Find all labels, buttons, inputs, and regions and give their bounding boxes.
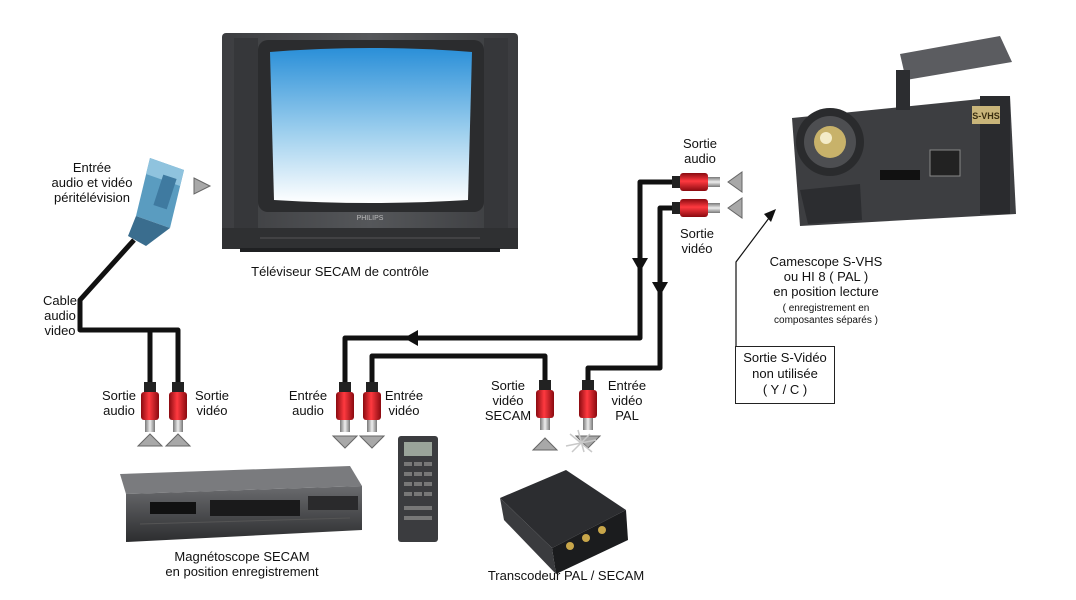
arrow-left-icon bbox=[404, 330, 418, 346]
vcr-illustration bbox=[120, 466, 362, 542]
arrow-down-icon bbox=[632, 258, 648, 272]
vcr-label: Magnétoscope SECAM en position enregistr… bbox=[165, 549, 318, 579]
vcr-out-audio-line-2: audio bbox=[103, 403, 135, 418]
socket-arrow-icon bbox=[727, 197, 743, 219]
sparkle-icon bbox=[565, 429, 597, 453]
rca-plug-trans-out bbox=[536, 380, 554, 430]
socket-markers bbox=[136, 433, 602, 451]
svideo-callout: Sortie S-Vidéo non utilisée ( Y / C ) bbox=[735, 346, 835, 404]
svideo-line-1: Sortie S-Vidéo bbox=[743, 350, 827, 365]
tv-brand-logo: PHILIPS bbox=[356, 215, 384, 222]
vcr-out-video-label: Sortie vidéo bbox=[195, 388, 229, 418]
vcr-in-video-line-1: Entrée bbox=[384, 388, 424, 403]
cam-out-video-line-1: Sortie bbox=[680, 226, 714, 241]
cable-line-3: video bbox=[44, 323, 76, 338]
cable-line-1: Cable bbox=[43, 293, 77, 308]
vcr-in-video-line-2: vidéo bbox=[388, 403, 420, 418]
trans-in-line-1: Entrée bbox=[607, 378, 647, 393]
rca-plug-vcr-in-audio bbox=[336, 382, 354, 432]
trans-out-line-3: SECAM bbox=[484, 408, 532, 423]
cables bbox=[77, 179, 676, 382]
cam-out-audio-line-2: audio bbox=[684, 151, 716, 166]
peritel-line-3: péritélévision bbox=[54, 190, 130, 205]
vcr-line-2: en position enregistrement bbox=[165, 564, 319, 579]
camcorder-line-2: ou HI 8 ( PAL ) bbox=[783, 269, 869, 284]
camcorder-note: ( enregistrement en composantes séparés … bbox=[774, 303, 878, 327]
camcorder-badge: S-VHS bbox=[972, 111, 1000, 121]
cam-out-audio-line-1: Sortie bbox=[683, 136, 717, 151]
remote-control-illustration bbox=[398, 436, 438, 542]
scart-plug bbox=[128, 158, 212, 246]
vcr-in-audio-line-1: Entrée bbox=[288, 388, 328, 403]
rca-plug-trans-in bbox=[579, 380, 597, 430]
camcorder-note-line-1: ( enregistrement en bbox=[782, 303, 870, 314]
rca-plug-vcr-out-video bbox=[169, 382, 187, 432]
peritel-line-2: audio et vidéo bbox=[51, 175, 133, 190]
tv-illustration bbox=[222, 33, 518, 252]
tv-input-arrow-icon bbox=[193, 177, 212, 195]
rca-plug-vcr-out-audio bbox=[141, 382, 159, 432]
peritel-label: Entrée audio et vidéo péritélévision bbox=[52, 160, 133, 205]
svideo-line-2: non utilisée bbox=[752, 366, 818, 381]
arrow-down-icon bbox=[652, 282, 668, 296]
tv-label: Téléviseur SECAM de contrôle bbox=[251, 264, 429, 279]
vcr-out-video-line-1: Sortie bbox=[195, 388, 229, 403]
socket-up-arrow-icon bbox=[136, 433, 164, 447]
socket-arrow-icon bbox=[727, 171, 743, 193]
tv-screen bbox=[270, 48, 472, 203]
rca-plug-vcr-in-video bbox=[363, 382, 381, 432]
vcr-line-1: Magnétoscope SECAM bbox=[174, 549, 310, 564]
signal-arrows bbox=[404, 258, 668, 346]
cable-label: Cable audio video bbox=[43, 293, 77, 338]
camcorder-note-line-2: composantes séparés ) bbox=[774, 315, 878, 326]
rca-plug-cam-audio bbox=[672, 173, 720, 191]
peritel-line-1: Entrée bbox=[72, 160, 112, 175]
vcr-in-audio-line-2: audio bbox=[292, 403, 324, 418]
transcoder-label: Transcodeur PAL / SECAM bbox=[487, 568, 645, 583]
trans-in-line-3: PAL bbox=[615, 408, 639, 423]
cable-line-2: audio bbox=[44, 308, 76, 323]
trans-in-label: Entrée vidéo PAL bbox=[608, 378, 646, 423]
socket-up-arrow-icon bbox=[531, 437, 559, 451]
camcorder-label: Camescope S-VHS ou HI 8 ( PAL ) en posit… bbox=[770, 254, 883, 299]
socket-down-arrow-icon bbox=[331, 435, 359, 449]
vcr-in-video-label: Entrée vidéo bbox=[385, 388, 423, 418]
pointer-arrow-icon bbox=[764, 209, 776, 222]
camcorder-pointer bbox=[735, 213, 773, 346]
svideo-line-3: ( Y / C ) bbox=[762, 382, 808, 397]
cam-out-audio-label: Sortie audio bbox=[683, 136, 717, 166]
trans-in-line-2: vidéo bbox=[611, 393, 643, 408]
trans-out-line-1: Sortie bbox=[491, 378, 525, 393]
camcorder-line-1: Camescope S-VHS bbox=[769, 254, 883, 269]
trans-out-label: Sortie vidéo SECAM bbox=[485, 378, 531, 423]
cam-out-video-line-2: vidéo bbox=[681, 241, 713, 256]
cam-out-video-label: Sortie vidéo bbox=[680, 226, 714, 256]
rca-plugs-camcorder bbox=[672, 171, 743, 219]
vcr-out-audio-label: Sortie audio bbox=[102, 388, 136, 418]
rca-plug-cam-video bbox=[672, 199, 720, 217]
vcr-out-video-line-2: vidéo bbox=[196, 403, 228, 418]
rca-plugs bbox=[141, 380, 597, 432]
transcoder-illustration bbox=[500, 429, 628, 574]
trans-out-line-2: vidéo bbox=[492, 393, 524, 408]
vcr-out-audio-line-1: Sortie bbox=[102, 388, 136, 403]
socket-down-arrow-icon bbox=[358, 435, 386, 449]
camcorder-illustration bbox=[792, 36, 1016, 226]
socket-up-arrow-icon bbox=[164, 433, 192, 447]
vcr-in-audio-label: Entrée audio bbox=[289, 388, 327, 418]
camcorder-line-3: en position lecture bbox=[773, 284, 879, 299]
